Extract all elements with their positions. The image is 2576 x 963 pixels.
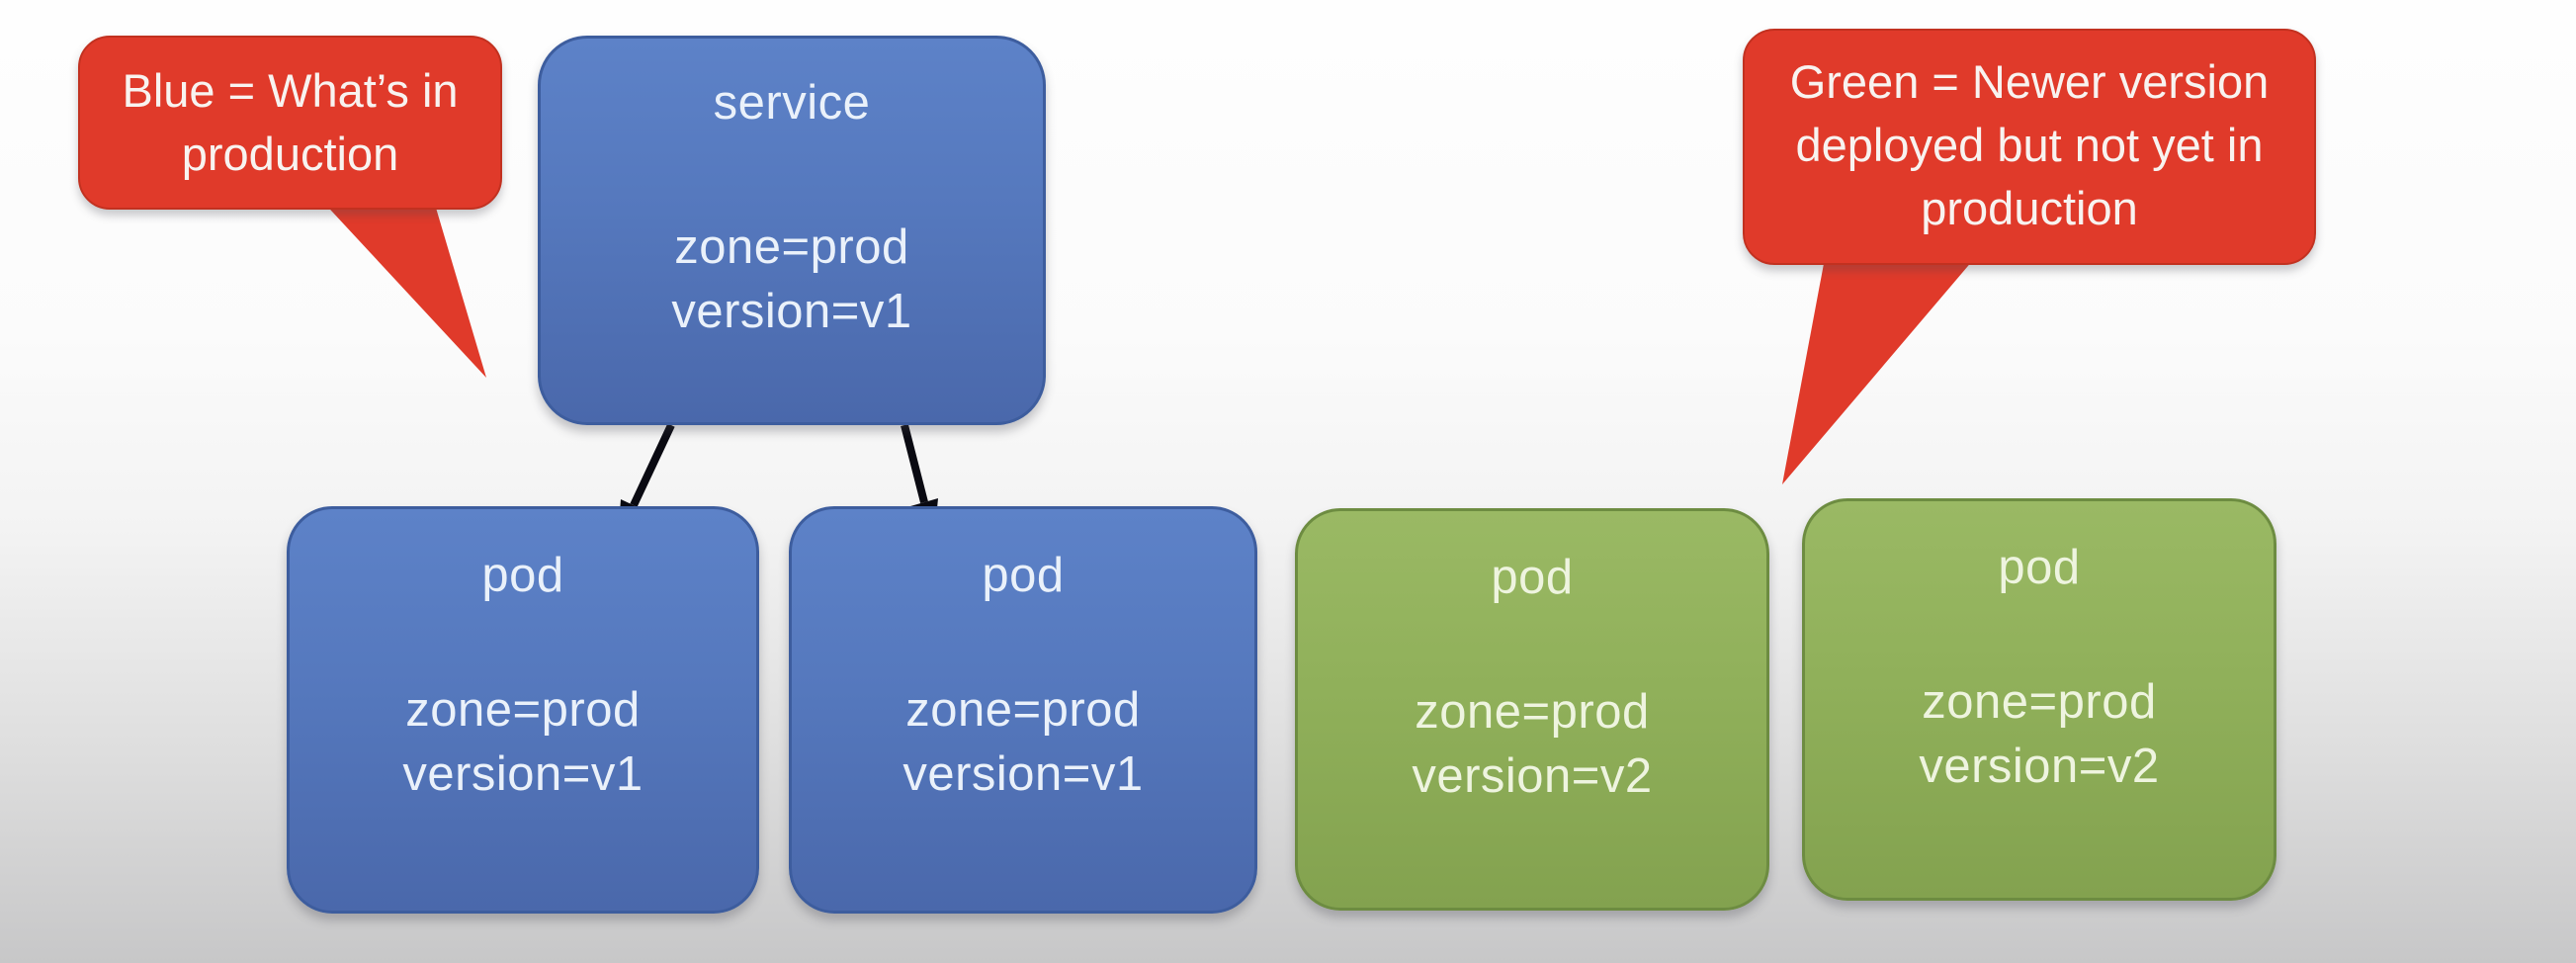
pod-box-4-shape (1802, 498, 2276, 901)
service-title: service (713, 76, 871, 130)
callout-blue-line2: production (181, 128, 399, 180)
pod-1-label-zone: zone=prod (405, 683, 641, 737)
callout-green-line2: deployed but not yet in (1795, 119, 2264, 171)
pod-box-4: pod zone=prod version=v2 (1802, 498, 2276, 901)
callout-blue-tail (319, 198, 486, 378)
callout-green-new-version: Green = Newer version deployed but not y… (1743, 29, 2316, 265)
callout-blue-line1: Blue = What’s in (122, 64, 459, 117)
service-box: service zone=prod version=v1 (538, 36, 1046, 425)
pod-box-2: pod zone=prod version=v1 (789, 506, 1257, 914)
pod-3-label-version: version=v2 (1412, 749, 1653, 803)
pod-3-title: pod (1491, 551, 1574, 604)
pod-2-label-version: version=v1 (902, 747, 1144, 801)
service-box-shape (538, 36, 1046, 425)
pod-2-label-zone: zone=prod (905, 683, 1141, 737)
pod-box-1-shape (287, 506, 759, 914)
pod-1-title: pod (481, 549, 564, 602)
pod-4-label-zone: zone=prod (1922, 675, 2157, 729)
service-label-version: version=v1 (671, 285, 912, 338)
callout-blue-production: Blue = What’s in production (78, 36, 502, 210)
pod-box-2-shape (789, 506, 1257, 914)
pod-1-label-version: version=v1 (402, 747, 644, 801)
callout-green-line3: production (1921, 182, 2138, 234)
pod-2-title: pod (982, 549, 1065, 602)
pod-4-label-version: version=v2 (1919, 740, 2160, 793)
pod-4-title: pod (1998, 541, 2081, 594)
callout-green-line1: Green = Newer version (1789, 55, 2270, 108)
pod-3-label-zone: zone=prod (1415, 685, 1650, 739)
callout-blue-bubble (78, 36, 502, 210)
service-label-zone: zone=prod (674, 220, 909, 274)
pod-box-1: pod zone=prod version=v1 (287, 506, 759, 914)
callout-green-tail (1782, 253, 1979, 484)
pod-box-3-shape (1295, 508, 1769, 911)
callout-green-bubble (1743, 29, 2316, 265)
pod-box-3: pod zone=prod version=v2 (1295, 508, 1769, 911)
